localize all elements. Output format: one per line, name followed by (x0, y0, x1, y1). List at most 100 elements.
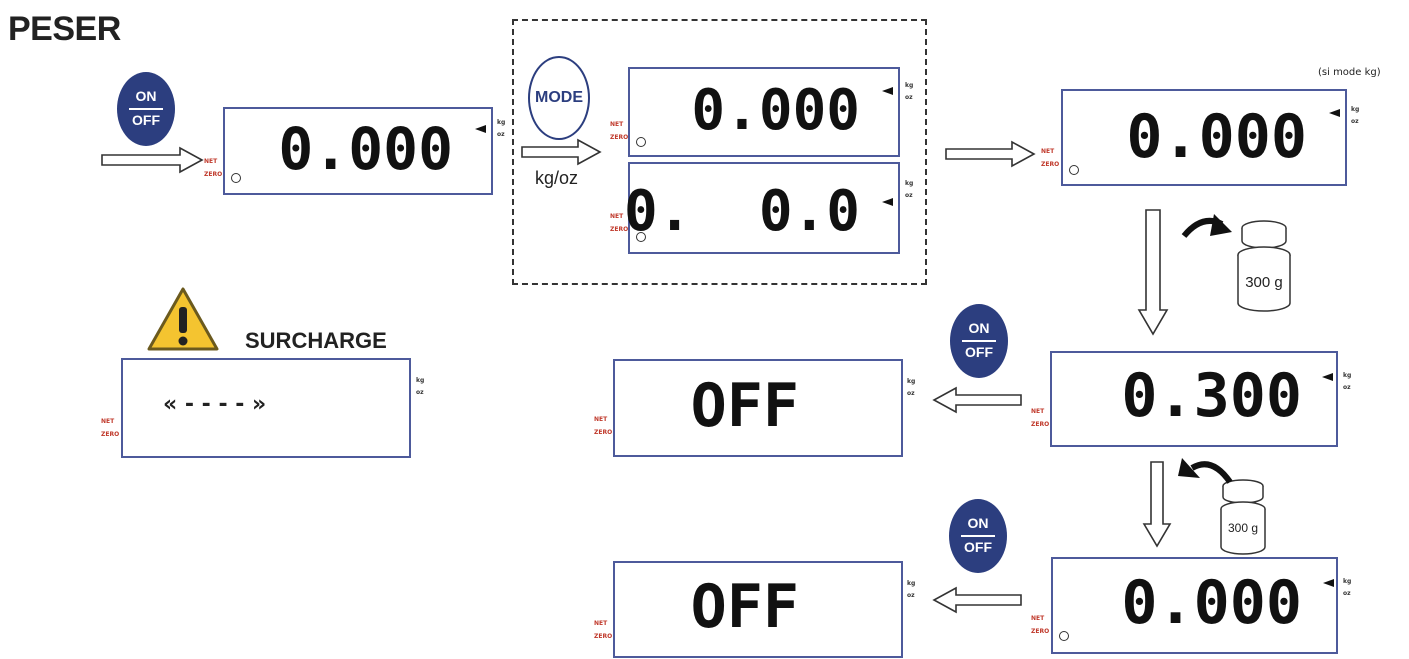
net-zero-labels: NET ZERO (101, 415, 119, 441)
unit-labels: kg oz (1343, 370, 1351, 394)
kg-oz-label: kg/oz (535, 168, 579, 188)
net-label: NET (101, 418, 115, 425)
unit-indicator-icon (475, 125, 486, 133)
unit-indicator-icon (1329, 109, 1340, 117)
oz-label: oz (907, 390, 915, 397)
net-zero-labels: NET ZERO (594, 617, 612, 643)
kg-label: kg (907, 580, 916, 587)
hollow-arrow-icon (521, 138, 602, 166)
unit-labels: kg oz (907, 578, 915, 602)
off-label: OFF (132, 112, 160, 128)
unit-labels: kg oz (905, 80, 913, 104)
zero-label: ZERO (1031, 628, 1050, 635)
oz-label: oz (907, 592, 915, 599)
display-value: 0.000 (691, 78, 860, 143)
net-zero-labels: NET ZERO (204, 155, 222, 181)
display-value: 0.300 (1121, 361, 1302, 431)
oz-label: oz (1343, 590, 1351, 597)
weight-label: 300 g (1245, 274, 1283, 291)
overload-display: « - - - - » (163, 392, 267, 417)
lcd-display-off: OFF (613, 359, 903, 457)
net-label: NET (610, 121, 624, 128)
weight-label: 300 g (1227, 521, 1259, 535)
unit-labels: kg oz (416, 375, 424, 399)
divider (961, 535, 995, 537)
oz-label: oz (1351, 118, 1359, 125)
unit-labels: kg oz (907, 376, 915, 400)
net-label: NET (1031, 408, 1045, 415)
off-label: OFF (965, 344, 993, 360)
weight-icon: 300 g (1218, 477, 1268, 557)
page-title: PESER (8, 10, 121, 48)
net-label: NET (610, 213, 624, 220)
divider (129, 108, 163, 110)
on-off-button-icon[interactable]: ON OFF (950, 304, 1008, 378)
kg-label: kg (1343, 372, 1352, 379)
hollow-arrow-icon (932, 586, 1022, 614)
zero-label: ZERO (594, 633, 613, 640)
zero-label: ZERO (1041, 161, 1060, 168)
net-zero-labels: NET ZERO (1041, 145, 1059, 171)
unit-indicator-icon (1323, 579, 1334, 587)
on-label: ON (968, 320, 990, 336)
zero-label: ZERO (101, 431, 120, 438)
kg-label: kg (905, 180, 914, 187)
net-label: NET (1041, 148, 1055, 155)
oz-label: oz (1343, 384, 1351, 391)
unit-labels: kg oz (1351, 104, 1359, 128)
zero-label: ZERO (610, 226, 629, 233)
net-label: NET (204, 158, 218, 165)
kg-label: kg (907, 378, 916, 385)
si-mode-note: (si mode kg) (1318, 67, 1381, 78)
zero-circle-icon (1059, 631, 1069, 641)
display-value: 0.000 (1121, 568, 1302, 638)
display-value: 0.000 (278, 115, 453, 183)
display-value: OFF (690, 371, 799, 441)
hollow-arrow-icon (1137, 209, 1169, 336)
hollow-arrow-icon (932, 386, 1022, 414)
kg-label: kg (1351, 106, 1360, 113)
curved-arrow-icon (1181, 214, 1232, 238)
lcd-display-kg-mode: 0.000 (1061, 89, 1347, 186)
oz-label: oz (905, 192, 913, 199)
lcd-display-power-on: 0.000 (223, 107, 493, 195)
oz-label: oz (497, 131, 505, 138)
unit-indicator-icon (1322, 373, 1333, 381)
kg-label: kg (905, 82, 914, 89)
kg-label: kg (1343, 578, 1352, 585)
curved-arrow-icon (1178, 458, 1233, 484)
zero-circle-icon (1069, 165, 1079, 175)
divider (962, 340, 996, 342)
warning-icon (147, 287, 219, 351)
net-zero-labels: NET ZERO (1031, 612, 1049, 638)
zero-circle-icon (231, 173, 241, 183)
on-label: ON (967, 515, 989, 531)
hollow-arrow-icon (945, 140, 1036, 168)
lcd-display-loaded: 0.300 (1050, 351, 1338, 447)
display-value: 0. 0.0 (623, 179, 860, 244)
zero-circle-icon (636, 137, 646, 147)
zero-label: ZERO (204, 171, 223, 178)
display-value: 0.000 (1126, 102, 1307, 172)
mode-button-icon[interactable]: MODE (528, 56, 590, 140)
kg-label: kg (416, 377, 425, 384)
off-label: OFF (964, 539, 992, 555)
kg-label: kg (497, 119, 506, 126)
net-label: NET (594, 620, 608, 627)
net-zero-labels: NET ZERO (610, 210, 628, 236)
lcd-display-overload (121, 358, 411, 458)
display-value: OFF (690, 572, 799, 642)
net-label: NET (1031, 615, 1045, 622)
hollow-arrow-icon (101, 146, 204, 174)
oz-label: oz (416, 389, 424, 396)
lcd-display-mode-oz: 0. 0.0 (624, 162, 900, 254)
oz-label: oz (905, 94, 913, 101)
zero-label: ZERO (594, 429, 613, 436)
unit-labels: kg oz (1343, 576, 1351, 600)
on-off-button-icon[interactable]: ON OFF (949, 499, 1007, 573)
on-off-button-icon[interactable]: ON OFF (117, 72, 175, 146)
